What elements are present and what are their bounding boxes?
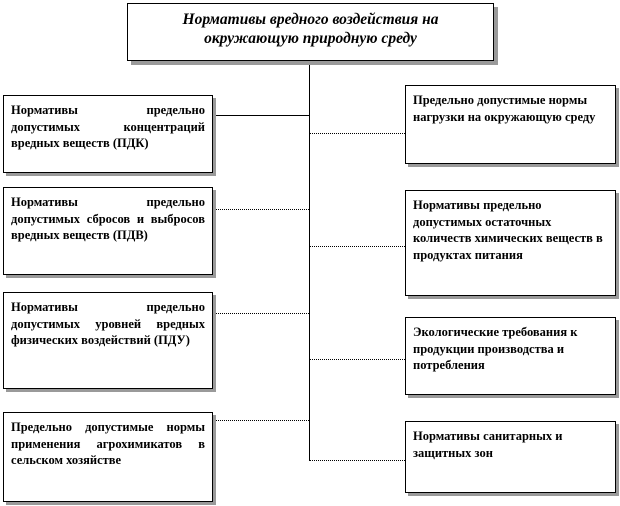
- box-ecological-requirements: Экологические требования к продукции про…: [405, 317, 616, 395]
- diagram-title: Нормативы вредного воздействия на окружа…: [127, 3, 494, 61]
- connector-right-4: [310, 460, 405, 461]
- box-pdu: Нормативы предельно допустимых уровней в…: [3, 292, 213, 389]
- connector-left-4: [213, 420, 309, 421]
- box-pdk: Нормативы предельно допустимых концентра…: [3, 95, 213, 173]
- connector-left-2: [213, 209, 309, 210]
- box-residual-chemicals: Нормативы предельно допустимых остаточны…: [405, 190, 616, 296]
- connector-right-2: [310, 246, 405, 247]
- connector-left-1: [213, 115, 309, 116]
- box-pdv: Нормативы предельно допустимых сбросов и…: [3, 187, 213, 275]
- connector-right-1: [310, 133, 405, 134]
- box-sanitary-zones: Нормативы санитарных и защитных зон: [405, 421, 616, 493]
- box-agrochemicals: Предельно допустимые нормы применения аг…: [3, 412, 213, 502]
- connector-right-3: [310, 359, 405, 360]
- main-trunk-line: [309, 61, 310, 461]
- connector-left-3: [213, 313, 309, 314]
- box-environment-load: Предельно допустимые нормы нагрузки на о…: [405, 85, 616, 164]
